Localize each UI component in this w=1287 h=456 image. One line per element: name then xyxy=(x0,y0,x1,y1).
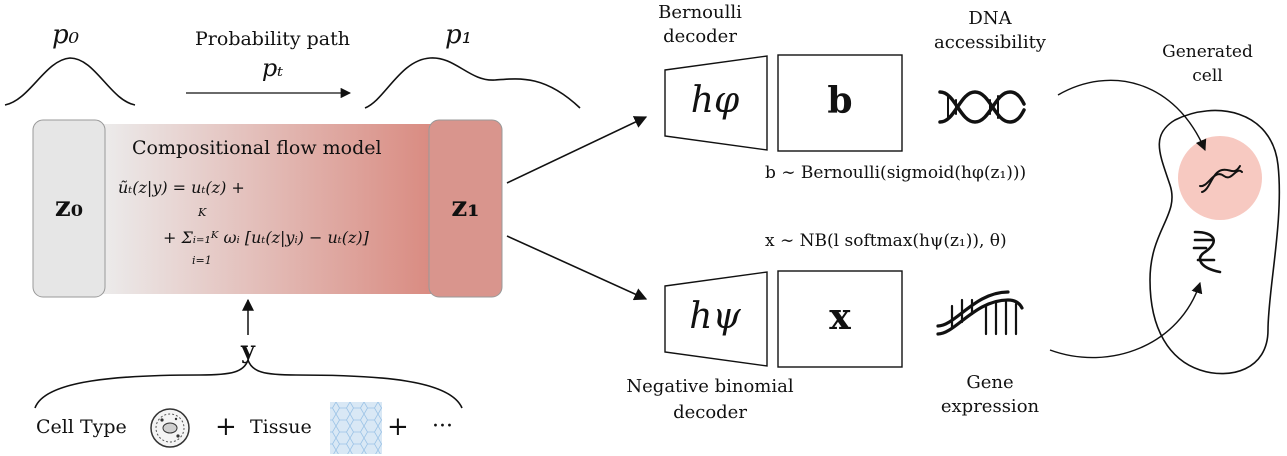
tissue-icon-pattern xyxy=(330,402,382,454)
cell-rna-icon xyxy=(1192,230,1222,274)
nb-equation: x ∼ NB(l softmax(hψ(z₁)), θ) xyxy=(765,231,1007,251)
dna-to-cell-arrow xyxy=(1057,79,1207,152)
generated-cell-title-line2: cell xyxy=(1192,66,1223,86)
flow-equation-line2: + Σᵢ₌₁ᴷ ωᵢ [uₜ(z|yᵢ) − uₜ(z)] xyxy=(163,228,369,247)
sum-upper-limit: K xyxy=(198,206,207,219)
nucleus-dna-icon xyxy=(1199,165,1243,193)
conditions-brace xyxy=(34,357,463,409)
probability-path-title: Probability path xyxy=(195,28,350,50)
bernoulli-equation: b ∼ Bernoulli(sigmoid(hφ(z₁))) xyxy=(765,163,1027,183)
bernoulli-decoder-trapezoid xyxy=(664,55,768,151)
nb-decoder-title-line1: Negative binomial xyxy=(626,376,794,397)
dna-accessibility-line2: accessibility xyxy=(934,32,1046,53)
cell-type-label: Cell Type xyxy=(36,416,127,438)
bernoulli-decoder-title-line1: Bernoulli xyxy=(658,2,742,23)
z1-label: z₁ xyxy=(451,190,480,223)
p1-distribution-curve xyxy=(364,57,581,109)
x-output-box xyxy=(777,270,903,368)
probability-path-symbol: pₜ xyxy=(261,54,284,82)
cell-type-icon xyxy=(150,408,190,448)
plus-sign-1: + xyxy=(215,412,237,442)
p1-label: p₁ xyxy=(445,20,473,50)
p0-label: p₀ xyxy=(52,20,80,50)
plus-sign-2: + xyxy=(387,412,409,442)
flow-equation-line1: ũₜ(z|y) = uₜ(z) + xyxy=(118,178,245,197)
p0-distribution-curve xyxy=(4,57,136,106)
generated-cell-title-line1: Generated xyxy=(1162,42,1253,62)
gene-expression-line2: expression xyxy=(940,396,1040,417)
b-output-box xyxy=(777,54,903,152)
bernoulli-decoder-title-line2: decoder xyxy=(663,26,737,47)
arrow-to-nb-decoder xyxy=(506,235,648,301)
arrow-to-bernoulli-decoder xyxy=(506,116,648,184)
tissue-label: Tissue xyxy=(250,416,312,438)
flow-model-title: Compositional flow model xyxy=(132,137,382,159)
dna-helix-icon xyxy=(938,90,1026,124)
gene-expression-line1: Gene xyxy=(966,372,1014,393)
z0-label: z₀ xyxy=(54,190,84,223)
nb-decoder-title-line2: decoder xyxy=(673,402,747,423)
h-psi-label: hψ xyxy=(689,296,741,337)
ellipsis: ··· xyxy=(432,414,453,439)
flow-gradient-band xyxy=(100,124,435,294)
z0-box xyxy=(32,119,106,298)
dna-accessibility-line1: DNA xyxy=(968,8,1012,29)
b-label: b xyxy=(827,80,853,122)
cell-nucleus xyxy=(1178,136,1262,220)
sum-lower-limit: i=1 xyxy=(192,254,212,267)
generated-cell-outline xyxy=(1149,109,1281,375)
h-phi-label: hφ xyxy=(690,80,740,121)
nb-decoder-trapezoid xyxy=(664,271,768,367)
rna-strand-icon xyxy=(936,290,1024,336)
x-label: x xyxy=(829,296,851,338)
z1-box xyxy=(428,119,503,298)
rna-to-cell-arrow xyxy=(1049,281,1203,359)
y-label: y xyxy=(241,335,255,364)
